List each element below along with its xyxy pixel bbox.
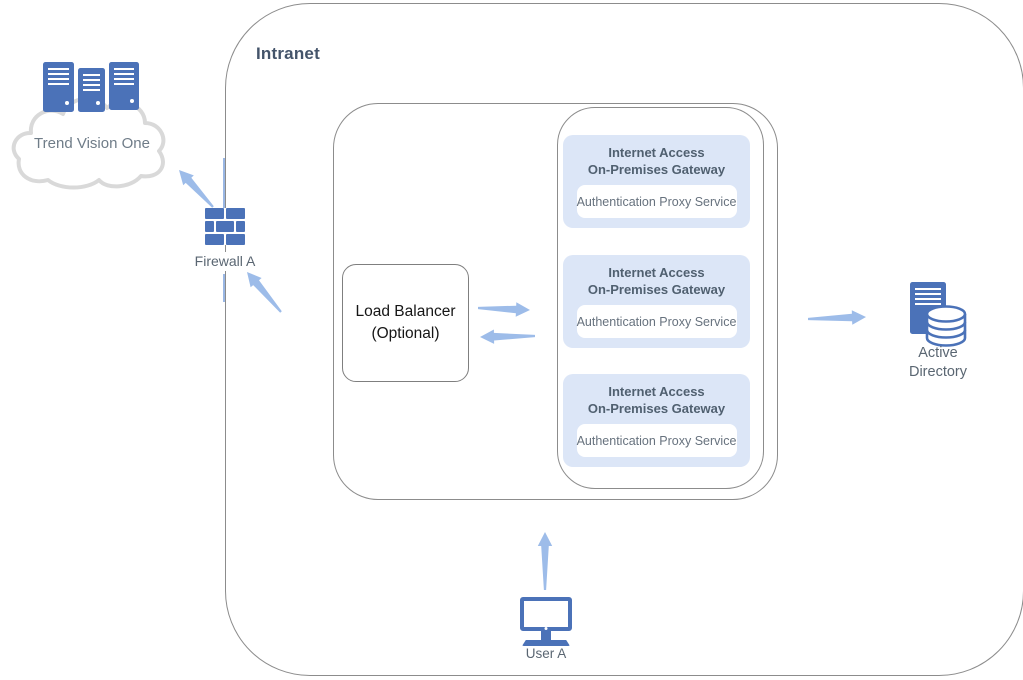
server-icon: [43, 62, 74, 112]
gateway-title: Internet Access On-Premises Gateway: [563, 264, 750, 298]
firewall-label: Firewall A: [186, 252, 264, 271]
server-led: [65, 101, 69, 105]
firewall-connector-bottom: [223, 274, 225, 302]
auth-proxy-service-label: Authentication Proxy Service: [576, 433, 737, 448]
load-balancer-node: Load Balancer (Optional): [342, 264, 469, 382]
database-icon: [925, 305, 967, 347]
server-stripes: [915, 288, 941, 305]
firewall-brick: [236, 221, 245, 232]
gateway-cluster-outer-container: [333, 103, 778, 500]
active-directory-label-line2: Directory: [908, 364, 967, 380]
gateway-title-line1: Internet Access: [608, 265, 705, 280]
user-label: User A: [525, 646, 567, 661]
gateway-title-line2: On-Premises Gateway: [587, 162, 726, 177]
gateway-title: Internet Access On-Premises Gateway: [563, 383, 750, 417]
intranet-label: Intranet: [256, 44, 320, 63]
gateway-title: Internet Access On-Premises Gateway: [563, 144, 750, 178]
load-balancer-label-line1: Load Balancer: [355, 303, 456, 320]
active-directory-label: Active Directory: [895, 344, 981, 382]
firewall-to-cloud-arrow: [179, 170, 214, 208]
auth-proxy-service-badge: Authentication Proxy Service: [576, 424, 737, 457]
gateway-title-line1: Internet Access: [608, 384, 705, 399]
gateway-node: Internet Access On-Premises Gateway Auth…: [563, 255, 750, 348]
server-led: [96, 101, 100, 105]
auth-proxy-service-badge: Authentication Proxy Service: [576, 305, 737, 338]
firewall-brick: [205, 234, 224, 245]
firewall-brick: [205, 221, 214, 232]
firewall-brick: [216, 221, 234, 232]
monitor-stand: [541, 631, 551, 640]
user-computer-icon: [520, 597, 572, 631]
server-stripes: [48, 68, 69, 85]
monitor-dot: [544, 627, 548, 630]
trend-vision-one-label: Trend Vision One: [34, 135, 150, 152]
firewall-brick: [226, 234, 245, 245]
server-stripes: [83, 74, 100, 91]
server-led: [130, 99, 134, 103]
load-balancer-label-line2: (Optional): [371, 325, 440, 342]
auth-proxy-service-badge: Authentication Proxy Service: [576, 185, 737, 218]
active-directory-label-line1: Active: [918, 345, 958, 361]
gateway-title-line1: Internet Access: [608, 145, 705, 160]
firewall-icon: [205, 208, 245, 245]
server-icon: [78, 68, 105, 112]
gateway-node: Internet Access On-Premises Gateway Auth…: [563, 374, 750, 467]
firewall-brick: [226, 208, 245, 219]
server-icon: [109, 62, 139, 110]
gateway-node: Internet Access On-Premises Gateway Auth…: [563, 135, 750, 228]
auth-proxy-service-label: Authentication Proxy Service: [576, 194, 737, 209]
firewall-connector-top: [223, 158, 225, 209]
firewall-brick: [205, 208, 224, 219]
intranet-boundary: [225, 3, 1023, 676]
gateway-title-line2: On-Premises Gateway: [587, 282, 726, 297]
monitor-base: [522, 640, 570, 646]
server-stripes: [114, 68, 134, 85]
auth-proxy-service-label: Authentication Proxy Service: [576, 314, 737, 329]
gateway-title-line2: On-Premises Gateway: [587, 401, 726, 416]
